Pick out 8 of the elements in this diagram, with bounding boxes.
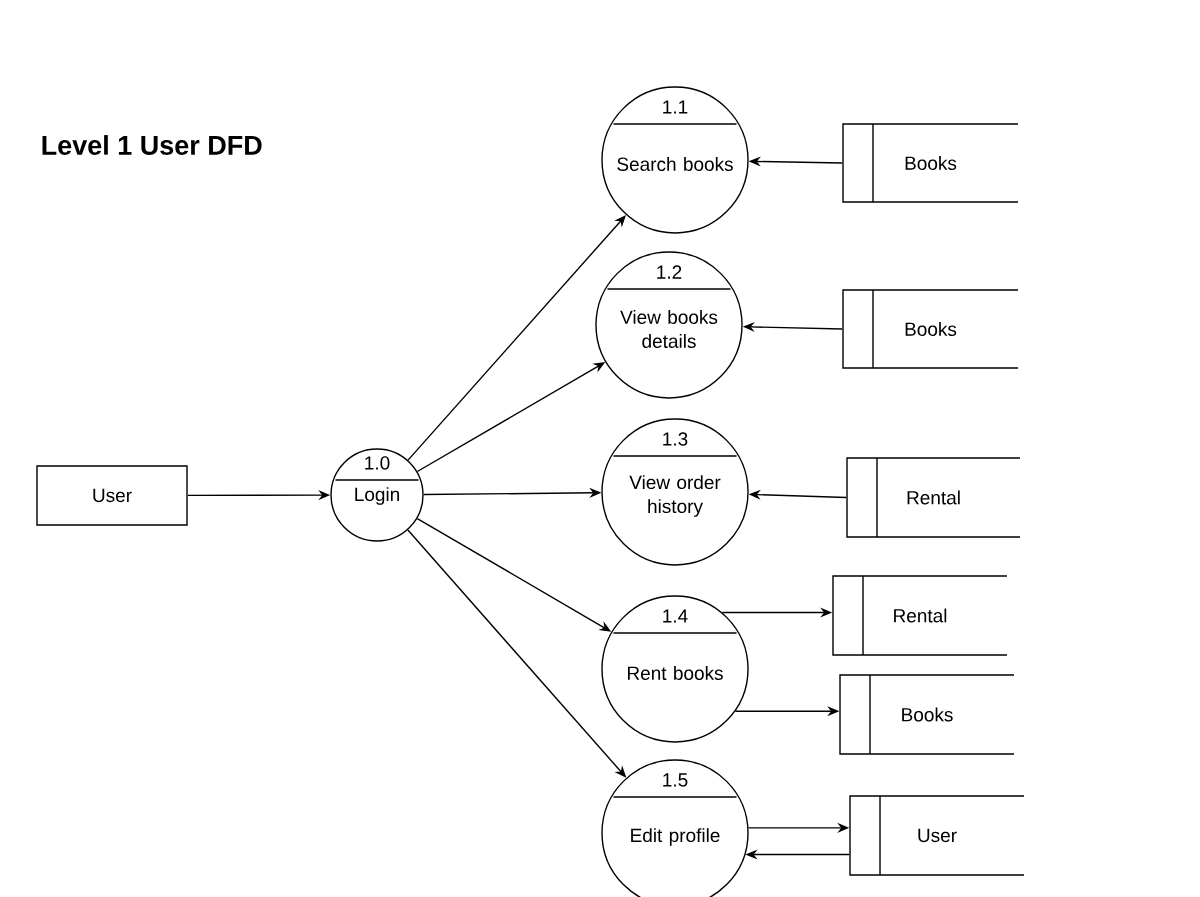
data-store: User [849,795,1025,876]
data-store: Rental [832,575,1008,656]
data-store: Rental [846,457,1021,538]
data-store: Books [842,123,1019,203]
data-store: Books [842,289,1019,369]
data-store: Books [839,674,1015,755]
title: Level 1 User DFD [42,135,262,155]
entity-box: User [36,465,188,526]
